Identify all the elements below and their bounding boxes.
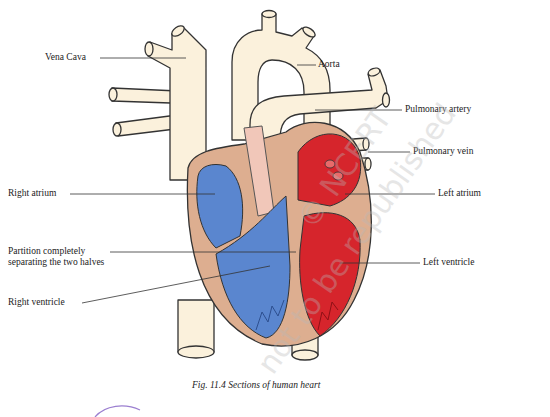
aorta-inner: [244, 126, 274, 216]
part-label: Aorta: [318, 59, 368, 70]
part-label: Left atrium: [438, 188, 528, 199]
vessel-opening: [367, 67, 381, 78]
part-label: Right ventricle: [8, 297, 88, 308]
leader-line: [100, 58, 186, 59]
leader-line: [315, 110, 402, 111]
leader-line: [297, 65, 316, 66]
vena-cava: [178, 300, 214, 352]
part-label: Right atrium: [8, 188, 78, 199]
part-label: Vena Cava: [45, 52, 105, 63]
right-atrium: [197, 164, 243, 248]
vessel-opening: [113, 123, 121, 136]
part-label: Partition completely separating the two …: [8, 246, 106, 268]
vessel-opening: [262, 11, 276, 18]
leader-line: [82, 266, 270, 303]
figure-caption: Fig. 11.4 Sections of human heart: [192, 380, 320, 390]
vessel-opening: [170, 24, 186, 39]
leader-line: [110, 252, 296, 253]
part-label: Left ventricle: [423, 257, 523, 268]
vessel-opening: [383, 93, 390, 107]
leader-line: [70, 194, 215, 195]
vessel-opening: [301, 25, 316, 39]
vessel-opening: [178, 346, 214, 358]
vessel-opening: [145, 42, 153, 56]
cropped-decoration: [95, 406, 140, 417]
vessel-opening: [109, 88, 117, 101]
